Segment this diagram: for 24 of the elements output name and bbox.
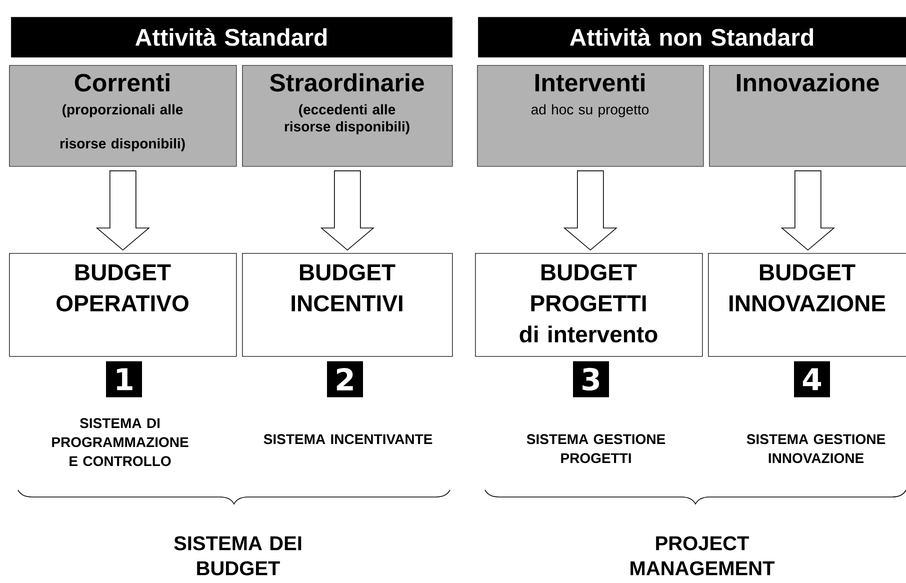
group-label: SISTEMA DEI BUDGET xyxy=(174,536,302,576)
header-band: Attività non Standard xyxy=(478,17,906,58)
category-box: Correnti (proporzionali alle risorse disponibili) xyxy=(9,65,237,167)
system-label: SISTEMA DI PROGRAMMAZIONE E CONTROLLO xyxy=(52,418,188,466)
budget-box: BUDGET OPERATIVO xyxy=(9,253,237,357)
group-label: PROJECT MANAGEMENT xyxy=(630,536,775,576)
category-box: Straordinarie (eccedenti alle risorse disponibili) xyxy=(242,65,453,167)
callout-number: 2 xyxy=(327,361,363,398)
budget-box: BUDGET PROGETTI di intervento xyxy=(475,253,703,357)
system-label: SISTEMA INCENTIVANTE xyxy=(264,434,432,444)
block-arrow xyxy=(96,170,150,251)
block-arrow xyxy=(320,170,374,251)
system-label: SISTEMA GESTIONE PROGETTI xyxy=(526,434,666,464)
callout-number: 1 xyxy=(106,361,142,398)
category-box: Interventi ad hoc su progetto xyxy=(477,65,704,167)
callout-number: 3 xyxy=(573,361,609,398)
header-band: Attività Standard xyxy=(11,17,452,58)
budget-box: BUDGET INCENTIVI xyxy=(242,253,453,357)
system-label: SISTEMA GESTIONE INNOVAZIONE xyxy=(746,434,886,464)
block-arrow xyxy=(780,170,835,251)
category-box: Innovazione xyxy=(709,65,906,167)
budget-box: BUDGET INNOVAZIONE xyxy=(708,253,906,357)
block-arrow xyxy=(563,170,618,251)
callout-number: 4 xyxy=(794,361,830,398)
